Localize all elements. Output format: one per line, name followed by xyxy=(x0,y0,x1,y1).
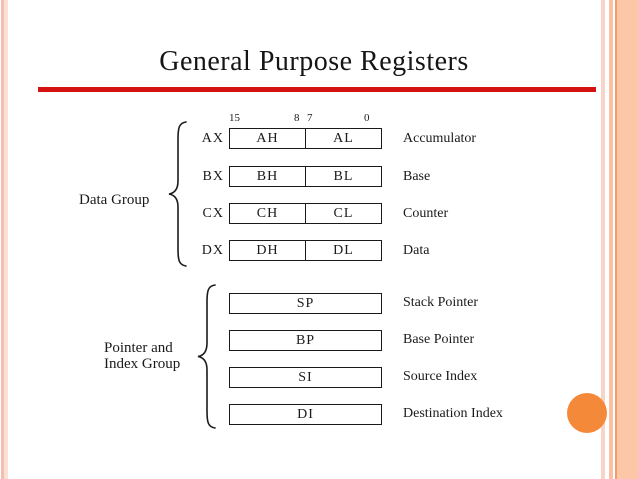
register-name-si: SI xyxy=(298,369,313,385)
register-high-byte-dh: DH xyxy=(256,242,279,258)
register-name-dx: DX xyxy=(201,243,224,258)
register-high-byte-ch: CH xyxy=(256,205,279,221)
register-box-dx: DH DL xyxy=(229,240,382,261)
register-description-bp: Base Pointer xyxy=(403,332,475,347)
curly-brace-data-group xyxy=(168,121,187,267)
bit-label-7: 7 xyxy=(307,112,313,124)
register-box-di: DI xyxy=(229,404,382,425)
register-description-sp: Stack Pointer xyxy=(403,295,479,310)
register-description-bx: Base xyxy=(403,169,431,184)
register-box-bx: BH BL xyxy=(229,166,382,187)
register-box-cx: CH CL xyxy=(229,203,382,224)
right-edge-stripe-dark xyxy=(615,0,617,479)
register-name-sp: SP xyxy=(296,295,315,311)
register-description-si: Source Index xyxy=(403,369,478,384)
right-edge-band xyxy=(617,0,638,479)
register-high-byte-ah: AH xyxy=(256,130,279,146)
orange-dot-decoration xyxy=(567,393,607,433)
register-description-dx: Data xyxy=(403,243,430,258)
register-low-byte-dl: DL xyxy=(305,241,381,260)
register-low-byte-al: AL xyxy=(305,129,381,148)
left-edge-stripe xyxy=(1,0,4,479)
register-box-si: SI xyxy=(229,367,382,388)
register-name-ax: AX xyxy=(201,131,224,146)
bit-label-8: 8 xyxy=(294,112,300,124)
title-underline-rule xyxy=(38,87,596,92)
register-high-byte-bh: BH xyxy=(256,168,279,184)
pointer-group-label-line1: Pointer and xyxy=(104,340,173,356)
register-description-cx: Counter xyxy=(403,206,449,221)
register-box-sp: SP xyxy=(229,293,382,314)
bit-label-0: 0 xyxy=(364,112,370,124)
data-group-label: Data Group xyxy=(79,192,150,208)
right-edge-stripe-pale xyxy=(601,0,605,479)
register-description-ax: Accumulator xyxy=(403,131,477,146)
register-name-cx: CX xyxy=(202,206,224,221)
register-low-byte-bl: BL xyxy=(305,167,381,186)
right-edge-stripe-salmon xyxy=(609,0,613,479)
left-edge-stripe-light xyxy=(4,0,8,479)
register-name-bp: BP xyxy=(295,332,316,348)
pointer-group-label-line2: Index Group xyxy=(104,356,181,372)
register-name-di: DI xyxy=(297,406,314,422)
register-box-ax: AH AL xyxy=(229,128,382,149)
curly-brace-pointer-group xyxy=(197,284,216,429)
register-description-di: Destination Index xyxy=(403,406,503,421)
pointer-index-group-label: Pointer and Index Group xyxy=(104,340,180,372)
bit-label-15: 15 xyxy=(229,112,240,124)
register-low-byte-cl: CL xyxy=(305,204,381,223)
register-box-bp: BP xyxy=(229,330,382,351)
register-name-bx: BX xyxy=(202,169,224,184)
slide-title: General Purpose Registers xyxy=(159,46,469,77)
